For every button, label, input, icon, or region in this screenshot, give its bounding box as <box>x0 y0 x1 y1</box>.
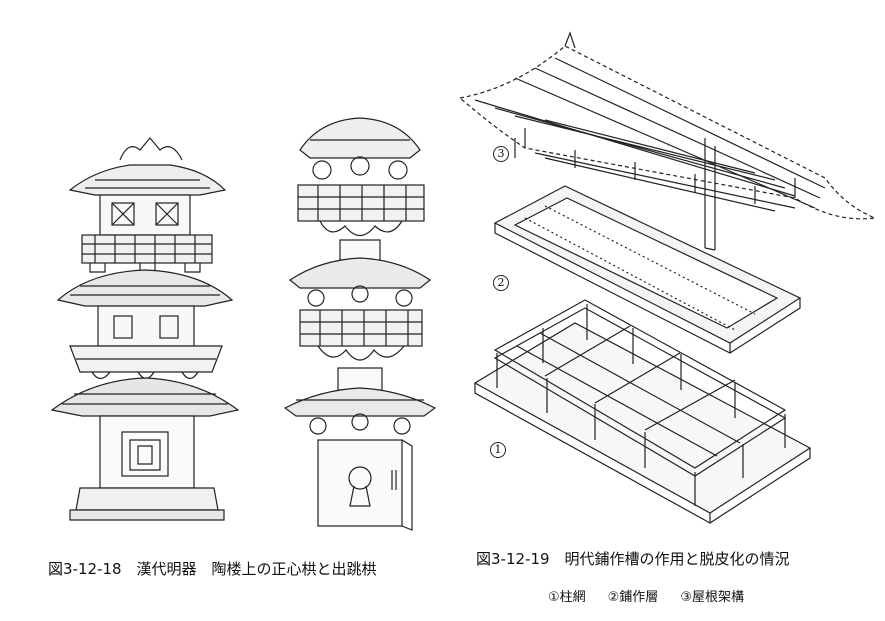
legend-item-column-grid: ①柱網 <box>548 590 586 605</box>
tower-a <box>50 137 240 521</box>
layer-marker-3: 3 <box>493 146 509 162</box>
legend-item-bracket-layer: ②鋪作層 <box>607 590 659 605</box>
han-tower-models-drawing <box>0 0 460 545</box>
layer-column-grid <box>473 299 812 525</box>
tower-b <box>283 117 437 531</box>
layer-marker-2: 2 <box>493 275 509 291</box>
layer-marker-1: 1 <box>490 442 506 458</box>
legend-item-roof-frame: ③屋根架構 <box>680 590 744 605</box>
ming-structure-exploded-diagram <box>455 28 880 548</box>
right-figure-caption: 図3-12-19 明代鋪作槽の作用と脱皮化の情況 <box>476 550 790 568</box>
left-figure-caption: 図3-12-18 漢代明器 陶楼上の正心栱と出跳栱 <box>48 560 377 578</box>
layer-roof-frame <box>458 31 876 251</box>
right-figure-legend: ①柱網 ②鋪作層 ③屋根架構 <box>548 586 744 605</box>
layer-bracket-ring <box>493 185 802 354</box>
